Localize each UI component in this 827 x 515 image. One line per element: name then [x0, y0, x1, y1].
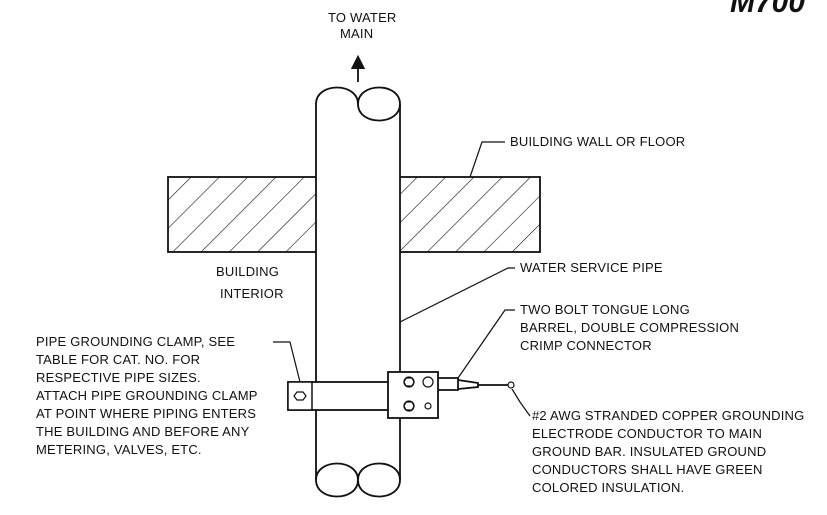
label-water-service-pipe: WATER SERVICE PIPE	[520, 260, 663, 275]
label-to-water-main: TO WATER MAIN	[328, 10, 400, 41]
crimp-connector	[387, 371, 515, 419]
label-grounding-clamp: PIPE GROUNDING CLAMP, SEE TABLE FOR CAT.…	[36, 334, 261, 457]
pipe-grounding-clamp	[287, 381, 395, 411]
corner-title: M700	[730, 0, 805, 19]
label-building-wall: BUILDING WALL OR FLOOR	[510, 134, 685, 149]
leader-lines	[273, 141, 531, 417]
label-crimp-connector: TWO BOLT TONGUE LONG BARREL, DOUBLE COMP…	[520, 302, 743, 353]
label-building-interior: BUILDING INTERIOR	[216, 264, 284, 301]
water-service-pipe	[315, 86, 401, 498]
label-conductor: #2 AWG STRANDED COPPER GROUNDING ELECTRO…	[532, 408, 808, 495]
